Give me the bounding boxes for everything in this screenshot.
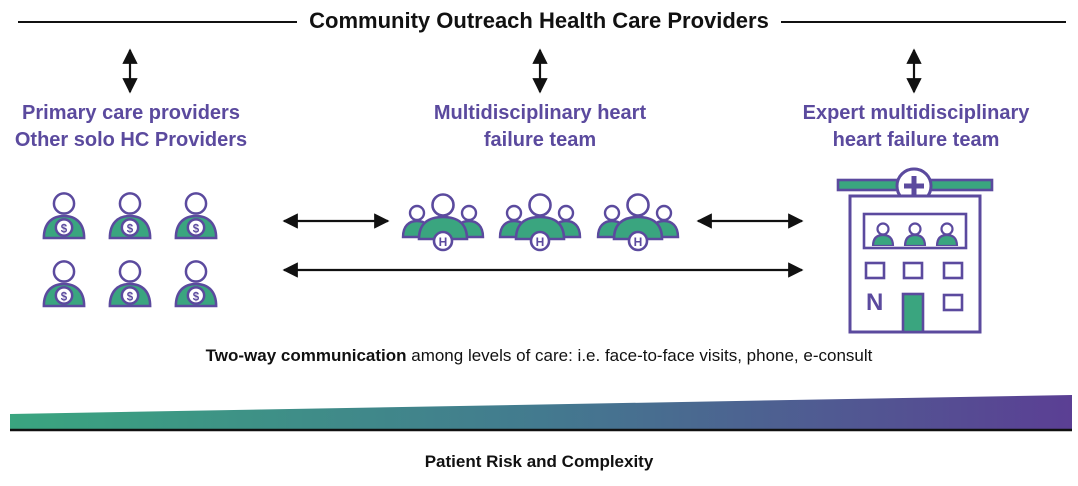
person-dollar-icon [174,260,218,308]
risk-label: Patient Risk and Complexity [424,452,654,471]
person-dollar-icon [108,260,152,308]
solo-provider-grid [42,192,218,308]
communication-bold: Two-way communication [205,346,407,365]
team-h-icon [596,193,680,252]
communication-caption: Two-way communication among levels of ca… [0,346,1078,366]
primary-care-title: Primary care providers Other solo HC Pro… [0,100,262,154]
person-dollar-icon [42,260,86,308]
primary-care-line1: Primary care providers [22,102,240,124]
expert-line2: heart failure team [832,129,1000,151]
expert-mdt-title: Expert multidisciplinary heart failure t… [776,100,1056,154]
person-dollar-icon [42,192,86,240]
mdt-title: Multidisciplinary heart failure team [400,100,680,154]
expert-line1: Expert multidisciplinary [802,102,1030,124]
team-h-icon [498,193,582,252]
mdt-line1: Multidisciplinary heart [433,102,647,124]
hospital-sign-letter: N [866,289,884,316]
team-h-icon [401,193,485,252]
diagram-title: Community Outreach Health Care Providers [0,8,1078,34]
hospital-icon [836,167,994,334]
mdt-line2: failure team [483,129,597,151]
primary-care-line2: Other solo HC Providers [14,129,248,151]
person-dollar-icon [174,192,218,240]
risk-gradient-bar [10,395,1072,430]
person-dollar-icon [108,192,152,240]
team-group [401,193,680,252]
communication-rest: among levels of care: i.e. face-to-face … [406,346,873,365]
